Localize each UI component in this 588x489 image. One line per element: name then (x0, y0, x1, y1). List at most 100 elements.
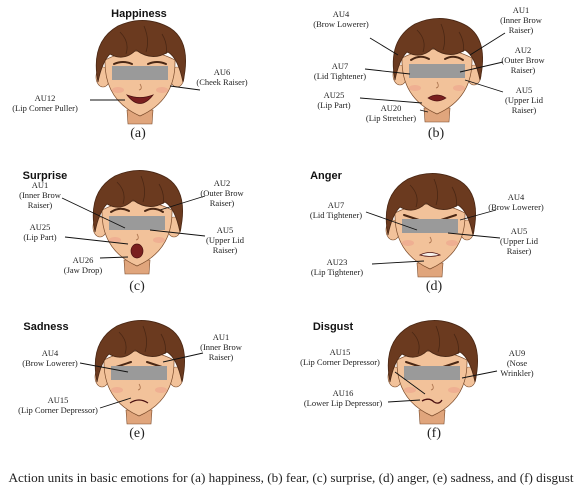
figure-caption: Action units in basic emotions for (a) h… (9, 471, 575, 485)
action-unit-label: AU26(Jaw Drop) (64, 255, 103, 275)
action-unit-text-line: (Brow Lowerer) (488, 202, 544, 212)
action-unit-label: AU4(Brow Lowerer) (22, 348, 78, 368)
leader-line (371, 260, 425, 265)
action-unit-label: AU23(Lip Tightener) (311, 257, 363, 277)
action-unit-text-line: (Inner Brow (500, 15, 543, 25)
panel-label: (b) (428, 126, 445, 141)
leader-line (364, 68, 411, 75)
leader-line (162, 352, 204, 363)
action-unit-text-line: (Outer Brow (501, 55, 545, 65)
action-unit-label: AU15(Lip Corner Depressor) (300, 347, 380, 367)
mouth (421, 398, 443, 404)
action-unit-label: AU16(Lower Lip Depressor) (304, 388, 383, 408)
leader-line (61, 197, 126, 229)
action-unit-text-line: (Lid Tightener) (310, 210, 362, 220)
action-unit-label: AU7(Lid Tightener) (310, 200, 362, 220)
action-unit-text-line: AU25 (30, 222, 51, 232)
leader-line (387, 399, 421, 403)
leader-line (64, 236, 129, 245)
action-unit-label: AU7(Lid Tightener) (314, 61, 366, 81)
leader-line (149, 229, 206, 237)
action-unit-text-line: (Upper Lid (505, 95, 544, 105)
leader-line (159, 195, 206, 211)
leader-line (447, 232, 501, 239)
emotion-title: Disgust (313, 321, 354, 333)
action-unit-text-line: AU4 (333, 9, 350, 19)
action-unit-text-line: AU15 (330, 347, 351, 357)
emotion-title: Happiness (111, 8, 167, 20)
action-unit-text-line: AU2 (515, 45, 532, 55)
mouth (427, 94, 447, 102)
action-unit-label: AU20(Lip Stretcher) (366, 103, 416, 123)
action-unit-text-line: (Upper Lid (500, 236, 539, 246)
action-unit-label: AU4(Brow Lowerer) (488, 192, 544, 212)
action-unit-text-line: (Inner Brow (19, 190, 62, 200)
eye-blur-bar (111, 366, 167, 380)
action-unit-text-line: (Inner Brow (200, 342, 243, 352)
cartoon-face (94, 320, 185, 425)
action-unit-text-line: (Outer Brow (200, 188, 244, 198)
emotion-title: Surprise (23, 170, 68, 182)
panel-label: (f) (427, 426, 441, 441)
mouth (129, 399, 149, 404)
action-unit-text-line: AU25 (324, 90, 345, 100)
leader-line (169, 85, 201, 91)
action-unit-text-line: (Lid Tightener) (314, 71, 366, 81)
action-unit-text-line: AU6 (214, 67, 231, 77)
action-unit-text-line: (Cheek Raiser) (196, 77, 247, 87)
cartoon-face (392, 18, 483, 123)
action-unit-text-line: AU16 (333, 388, 354, 398)
leader-line (99, 397, 132, 409)
eye-blur-bar (402, 219, 458, 233)
action-unit-text-line: Wrinkler) (500, 368, 533, 378)
action-unit-text-line: (Upper Lid (206, 235, 245, 245)
leader-line (99, 256, 129, 259)
panel-label: (a) (130, 126, 146, 141)
panel-label: (e) (129, 426, 145, 441)
leader-line (459, 209, 497, 221)
leader-line (469, 32, 506, 56)
eye-blur-bar (404, 366, 460, 380)
action-unit-text-line: Raiser) (511, 65, 536, 75)
cartoon-face (387, 320, 478, 425)
action-unit-text-line: AU7 (332, 61, 349, 71)
action-unit-label: AU15(Lip Corner Depressor) (18, 395, 98, 415)
mouth (125, 94, 155, 104)
emotion-title: Sadness (23, 321, 68, 333)
action-unit-text-line: Raiser) (512, 105, 537, 115)
eye-blur-bar (112, 66, 168, 80)
leader-line (369, 37, 399, 56)
cartoon-face (385, 173, 476, 278)
panel-b: (b)AU4(Brow Lowerer)AU7(Lid Tightener)AU… (313, 5, 545, 141)
leader-line (365, 211, 418, 231)
action-unit-text-line: (Jaw Drop) (64, 265, 103, 275)
action-unit-text-line: AU1 (32, 180, 49, 190)
mouth (130, 243, 144, 259)
panel-d: Anger(d)AU7(Lid Tightener)AU23(Lip Tight… (310, 170, 544, 294)
panel-a: Happiness (a) AU6(Cheek Raiser) AU12(Lip Co… (12, 8, 248, 141)
action-unit-text-line: Raiser) (210, 198, 235, 208)
action-unit-text-line: (Lip Corner Depressor) (300, 357, 380, 367)
action-unit-text-line: AU5 (516, 85, 533, 95)
action-unit-text-line: (Brow Lowerer) (313, 19, 369, 29)
emotion-title: Anger (310, 170, 343, 182)
action-unit-text-line: (Lip Corner Depressor) (18, 405, 98, 415)
cartoon-face (92, 170, 183, 275)
action-unit-text-line: AU1 (213, 332, 230, 342)
action-unit-text-line: (Lip Tightener) (311, 267, 363, 277)
action-unit-text-line: AU23 (327, 257, 348, 267)
action-unit-text-line: Raiser) (507, 246, 532, 256)
eye-blur-bar (409, 64, 465, 78)
action-unit-label: AU12(Lip Corner Puller) (12, 93, 78, 113)
action-unit-text-line: (Nose (507, 358, 528, 368)
action-unit-text-line: AU12 (35, 93, 56, 103)
leader-line (79, 362, 129, 373)
action-unit-text-line: AU4 (42, 348, 59, 358)
action-unit-text-line: AU1 (513, 5, 530, 15)
